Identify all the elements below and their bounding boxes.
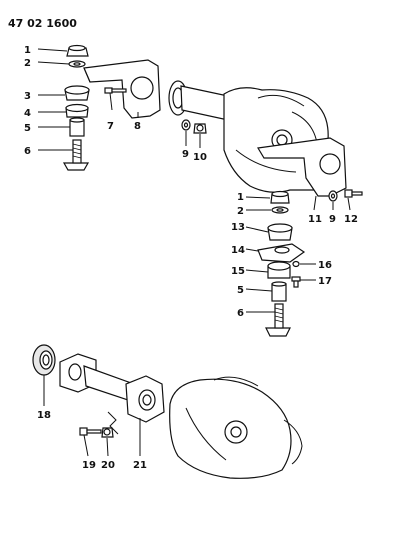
callout-11: 11 (308, 214, 322, 225)
part-insulator-15 (267, 261, 291, 279)
part-washer-2-lower (271, 206, 289, 214)
axle-housing-upper (168, 80, 329, 193)
callout-17: 17 (318, 276, 332, 287)
part-bolt-19 (79, 427, 102, 436)
part-nut-10 (193, 123, 207, 134)
part-nut-1-upper (66, 44, 89, 57)
part-bushing-3 (64, 85, 90, 101)
part-nut-16 (292, 260, 300, 268)
callout-18: 18 (37, 410, 51, 421)
callout-1-upper: 1 (24, 45, 31, 56)
callout-16: 16 (318, 260, 332, 271)
part-bolt-17 (291, 276, 301, 288)
callout-5-upper: 5 (24, 123, 31, 134)
part-nut-20 (101, 427, 114, 438)
callout-8: 8 (134, 121, 141, 132)
part-seal-18 (32, 344, 56, 376)
part-bolt-6-lower (265, 303, 291, 337)
part-bushing-13 (267, 223, 293, 241)
callout-20: 20 (101, 460, 115, 471)
part-washer-9-upper (181, 119, 191, 131)
part-sleeve-5-lower (271, 281, 287, 302)
callout-6-upper: 6 (24, 146, 31, 157)
part-washer-2-upper (68, 60, 86, 68)
callout-12: 12 (344, 214, 358, 225)
part-nut-1-lower (270, 190, 290, 204)
part-bracket-8 (83, 59, 161, 119)
callout-21: 21 (133, 460, 147, 471)
part-sleeve-5-upper (69, 117, 85, 137)
callout-19: 19 (82, 460, 96, 471)
part-bracket-11 (257, 137, 347, 197)
callout-2-upper: 2 (24, 58, 31, 69)
callout-7: 7 (107, 121, 114, 132)
callout-9-lower: 9 (329, 214, 336, 225)
diagram-code: 47 02 1600 (8, 17, 77, 30)
callout-1-lower: 1 (237, 192, 244, 203)
callout-10: 10 (193, 152, 207, 163)
part-bolt-7 (104, 87, 127, 94)
part-insulator-4 (65, 103, 89, 118)
callout-14: 14 (231, 245, 245, 256)
part-bolt-12 (344, 189, 363, 198)
axle-housing-lower (169, 376, 303, 479)
part-washer-9-lower (328, 190, 338, 202)
callout-9-upper: 9 (182, 149, 189, 160)
callout-13: 13 (231, 222, 245, 233)
callout-4: 4 (24, 108, 31, 119)
part-plate-14 (257, 243, 306, 263)
part-axle-tube-21 (59, 353, 165, 423)
callout-15: 15 (231, 266, 245, 277)
callout-3: 3 (24, 91, 31, 102)
callout-2-lower: 2 (237, 206, 244, 217)
callout-6-lower: 6 (237, 308, 244, 319)
callout-5-lower: 5 (237, 285, 244, 296)
part-bolt-6-upper (62, 139, 90, 171)
